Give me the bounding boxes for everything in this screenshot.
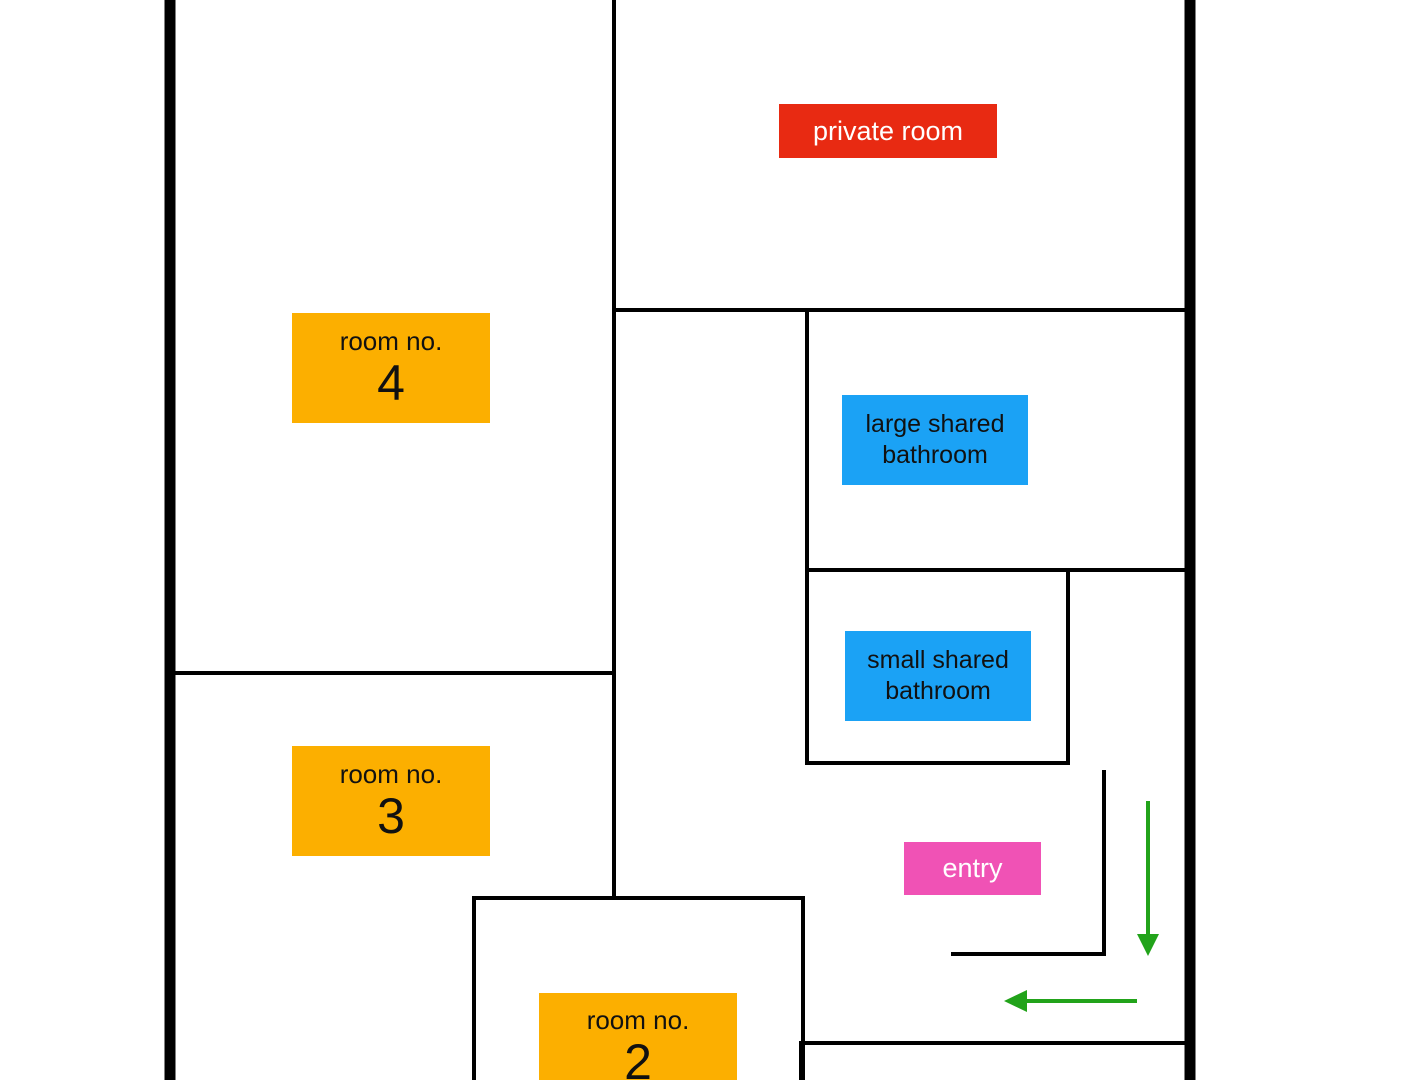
room2-label-prefix: room no. bbox=[586, 1005, 690, 1035]
room3-label-number: 3 bbox=[377, 788, 405, 844]
room3-label-prefix: room no. bbox=[339, 759, 443, 789]
room3-label-bg bbox=[292, 746, 490, 856]
large-bathroom-label-line1: large shared bbox=[865, 410, 1005, 438]
private-room-label-text: private room bbox=[812, 115, 964, 146]
large-bathroom-label: large shared bathroom bbox=[842, 395, 1028, 485]
room2-label-number: 2 bbox=[624, 1034, 652, 1080]
small-bathroom-label-line1: small shared bbox=[867, 646, 1009, 674]
arrow-left-icon bbox=[1004, 990, 1137, 1012]
arrow-down-icon bbox=[1137, 801, 1159, 956]
room4-label: room no. 4 bbox=[292, 313, 490, 423]
room3-label: room no. 3 bbox=[292, 746, 490, 856]
entry-label-text: entry bbox=[942, 853, 1003, 884]
entry-label-bg bbox=[904, 842, 1041, 895]
large-bathroom-label-bg bbox=[842, 395, 1028, 485]
entry-label: entry bbox=[904, 842, 1041, 895]
small-bathroom-label-bg bbox=[845, 631, 1031, 721]
large-bathroom-label-line2: bathroom bbox=[882, 441, 988, 469]
private-room-label: private room bbox=[779, 104, 997, 158]
private-room-label-bg bbox=[779, 104, 997, 158]
small-bathroom-label-line2: bathroom bbox=[885, 677, 991, 705]
room4-label-number: 4 bbox=[377, 355, 405, 411]
room4-label-bg bbox=[292, 313, 490, 423]
room2-label: room no. 2 bbox=[539, 993, 737, 1080]
small-bathroom-label: small shared bathroom bbox=[845, 631, 1031, 721]
room4-label-prefix: room no. bbox=[339, 326, 443, 356]
room2-label-bg bbox=[539, 993, 737, 1080]
